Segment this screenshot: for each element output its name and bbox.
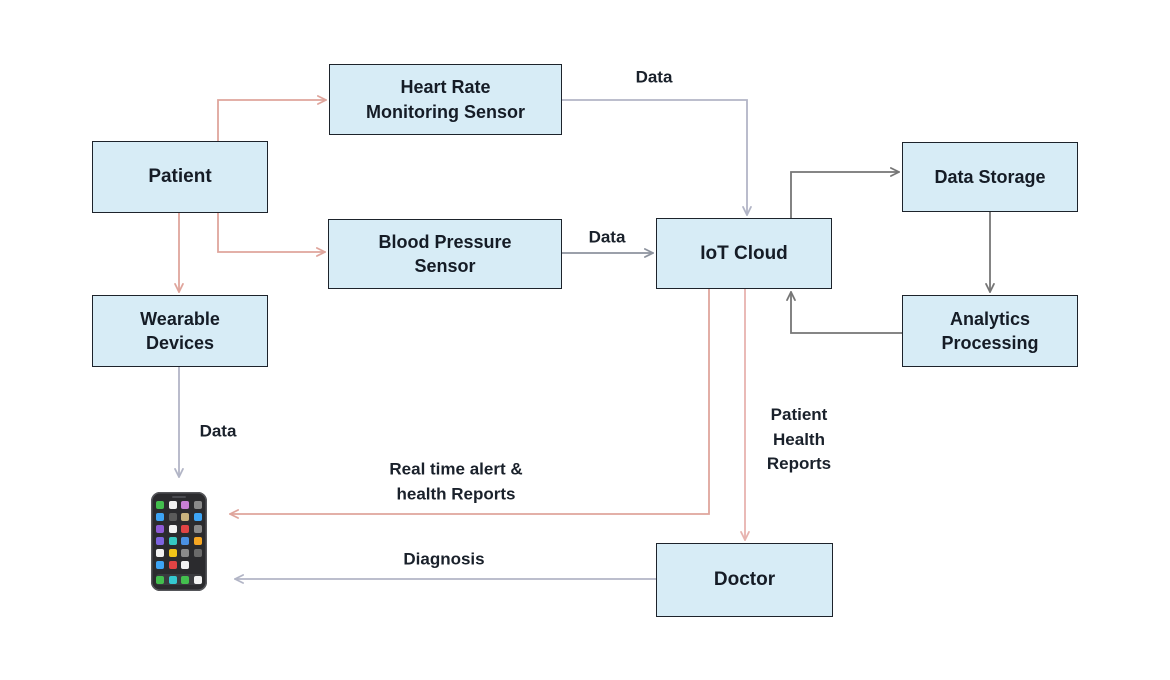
phone-app-icon <box>168 525 177 533</box>
phone-app-icon <box>168 501 177 509</box>
smartphone-icon <box>151 492 207 591</box>
edge-arrowhead <box>744 531 750 541</box>
edge-arrowhead <box>740 531 746 541</box>
phone-app-icon <box>193 549 202 557</box>
edge-arrowhead <box>315 247 326 253</box>
edge-arrowhead <box>234 578 245 584</box>
edge-arrowhead <box>315 251 326 257</box>
node-analytics-processing: Analytics Processing <box>902 295 1078 367</box>
phone-app-grid <box>156 501 202 572</box>
edge-arrowhead <box>890 167 900 173</box>
phone-app-icon <box>181 537 189 545</box>
node-blood-pressure-sensor: Blood Pressure Sensor <box>328 219 562 289</box>
edge-patient-to-heart-rate <box>217 99 326 141</box>
phone-app-icon <box>181 513 189 521</box>
node-patient: Patient <box>92 141 268 213</box>
edge-analytics-to-iot-cloud <box>790 292 902 334</box>
phone-app-icon <box>156 525 164 533</box>
edge-label-data-wearable: Data <box>199 421 237 441</box>
edge-arrowhead <box>229 513 240 519</box>
phone-app-icon <box>168 549 177 557</box>
edge-label-patient-health-reports: Patient Health Reports <box>766 405 832 474</box>
edge-label-diagnosis: Diagnosis <box>403 549 485 569</box>
node-heart-rate-sensor: Heart Rate Monitoring Sensor <box>329 64 562 135</box>
phone-app-icon <box>193 537 202 545</box>
edge-arrowhead <box>742 205 748 216</box>
phone-speaker <box>172 496 186 498</box>
phone-app-icon <box>181 549 189 557</box>
edge-heart-rate-to-iot-cloud <box>562 99 748 215</box>
edge-arrowhead <box>989 282 995 293</box>
phone-app-icon <box>156 561 164 569</box>
phone-app-icon <box>193 525 202 533</box>
edge-arrowhead <box>316 99 327 105</box>
edge-arrowhead <box>890 171 900 177</box>
phone-app-icon <box>156 501 164 509</box>
edge-arrowhead <box>644 252 654 258</box>
edge-label-data-heart-rate: Data <box>635 67 673 87</box>
edge-arrowhead <box>316 95 327 101</box>
phone-app-icon <box>156 537 164 545</box>
edge-arrowhead <box>644 248 654 254</box>
phone-dock-icon <box>193 576 202 584</box>
phone-dock-icon <box>156 576 164 584</box>
edge-arrowhead <box>234 574 245 580</box>
node-wearable-devices: Wearable Devices <box>92 295 268 367</box>
node-data-storage: Data Storage <box>902 142 1078 212</box>
edge-arrowhead <box>229 509 240 515</box>
edge-arrowhead <box>174 467 180 478</box>
edge-iot-cloud-to-data-storage <box>790 171 899 218</box>
edge-label-real-time-alert: Real time alert & health Reports <box>389 459 523 503</box>
phone-dock-icon <box>181 576 189 584</box>
edge-arrowhead <box>790 291 796 302</box>
phone-app-icon <box>181 561 189 569</box>
node-iot-cloud: IoT Cloud <box>656 218 832 289</box>
edge-patient-to-blood-pressure <box>217 213 325 253</box>
edge-arrowhead <box>746 205 752 216</box>
edge-arrowhead <box>178 282 184 293</box>
phone-app-icon <box>168 537 177 545</box>
phone-app-icon <box>181 501 189 509</box>
edge-arrowhead <box>786 291 792 302</box>
phone-dock <box>156 574 202 585</box>
phone-app-icon <box>193 513 202 521</box>
edge-iot-cloud-to-phone <box>230 289 710 515</box>
phone-app-icon <box>168 561 177 569</box>
edge-arrowhead <box>985 282 991 293</box>
phone-app-icon <box>168 513 177 521</box>
phone-app-icon <box>193 501 202 509</box>
edge-label-data-blood-pressure: Data <box>588 227 626 247</box>
phone-dock-icon <box>168 576 177 584</box>
phone-app-icon <box>156 513 164 521</box>
edge-arrowhead <box>178 467 184 478</box>
node-doctor: Doctor <box>656 543 833 617</box>
phone-app-icon <box>156 549 164 557</box>
edge-arrowhead <box>174 282 180 293</box>
phone-app-icon <box>181 525 189 533</box>
